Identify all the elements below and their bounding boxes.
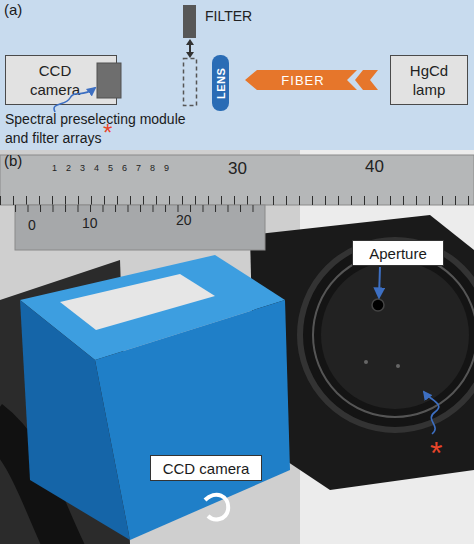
lens: LENS [212, 55, 229, 111]
callout-box: Aperture [352, 240, 444, 266]
optical-filter: FILTER [183, 5, 196, 38]
camera-logo [205, 495, 228, 520]
ruler-number: 8 [150, 164, 155, 174]
panel-label: (a) [4, 2, 22, 19]
leader-arrow [424, 392, 439, 434]
ruler-main [0, 155, 474, 205]
ruler-number: 0 [28, 218, 36, 233]
node-text: CCD camera [24, 61, 86, 99]
ruler-vernier [15, 205, 265, 250]
mount-inner [321, 261, 469, 409]
panel-label: (b) [4, 153, 22, 170]
camera-box: CCD camera [5, 55, 117, 105]
node-text: HgCd lamp [402, 61, 456, 99]
node-text: FIBER [253, 70, 353, 90]
lens-mount [300, 240, 474, 430]
leader-arrow [379, 267, 380, 297]
arrow-head [186, 39, 194, 45]
ruler-number: 1 [52, 164, 57, 174]
panel-background [0, 0, 474, 150]
lens-shape [212, 55, 229, 111]
screw [396, 364, 400, 368]
node-text: LENS [212, 55, 229, 111]
ruler-number: 20 [176, 213, 192, 228]
vernier-ticks [15, 205, 265, 213]
ruler-number: 40 [365, 158, 384, 177]
screw [364, 360, 368, 364]
ruler-number: 4 [94, 164, 99, 174]
ruler-number: 9 [164, 164, 169, 174]
ruler-number: 2 [66, 164, 71, 174]
fiber-arrow: FIBER [245, 70, 357, 90]
filter-slot [184, 59, 197, 106]
fiber-shape [245, 70, 357, 90]
leader-arrow [54, 88, 95, 112]
node-text: FILTER [205, 8, 252, 24]
mount-thread [313, 253, 474, 417]
ruler-number: 3 [80, 164, 85, 174]
node-text: CCD camera [151, 456, 261, 480]
double-arrow [189, 44, 191, 53]
asterisk-mark: * [103, 120, 112, 146]
ruler-number: 7 [136, 164, 141, 174]
callout-box: CCD camera [150, 455, 262, 481]
lamp-box: HgCd lamp [390, 55, 468, 105]
preselecting-module [97, 63, 121, 98]
fiber-chevron [355, 70, 378, 90]
aperture-hole [372, 299, 384, 311]
camera-sticker [60, 274, 215, 330]
ruler-number: 10 [82, 216, 98, 231]
camera-side [20, 300, 130, 540]
ruler-ticks [0, 193, 474, 205]
photo-background [0, 150, 474, 544]
ruler-number: 6 [122, 164, 127, 174]
ruler-number: 5 [108, 164, 113, 174]
annotation: Spectral preselecting module and filter … [5, 110, 200, 148]
asterisk-mark: * [430, 436, 442, 471]
ruler-number: 30 [228, 160, 247, 179]
camera-front [95, 300, 290, 540]
arrow-head [186, 52, 194, 58]
node-text: Aperture [353, 241, 443, 265]
